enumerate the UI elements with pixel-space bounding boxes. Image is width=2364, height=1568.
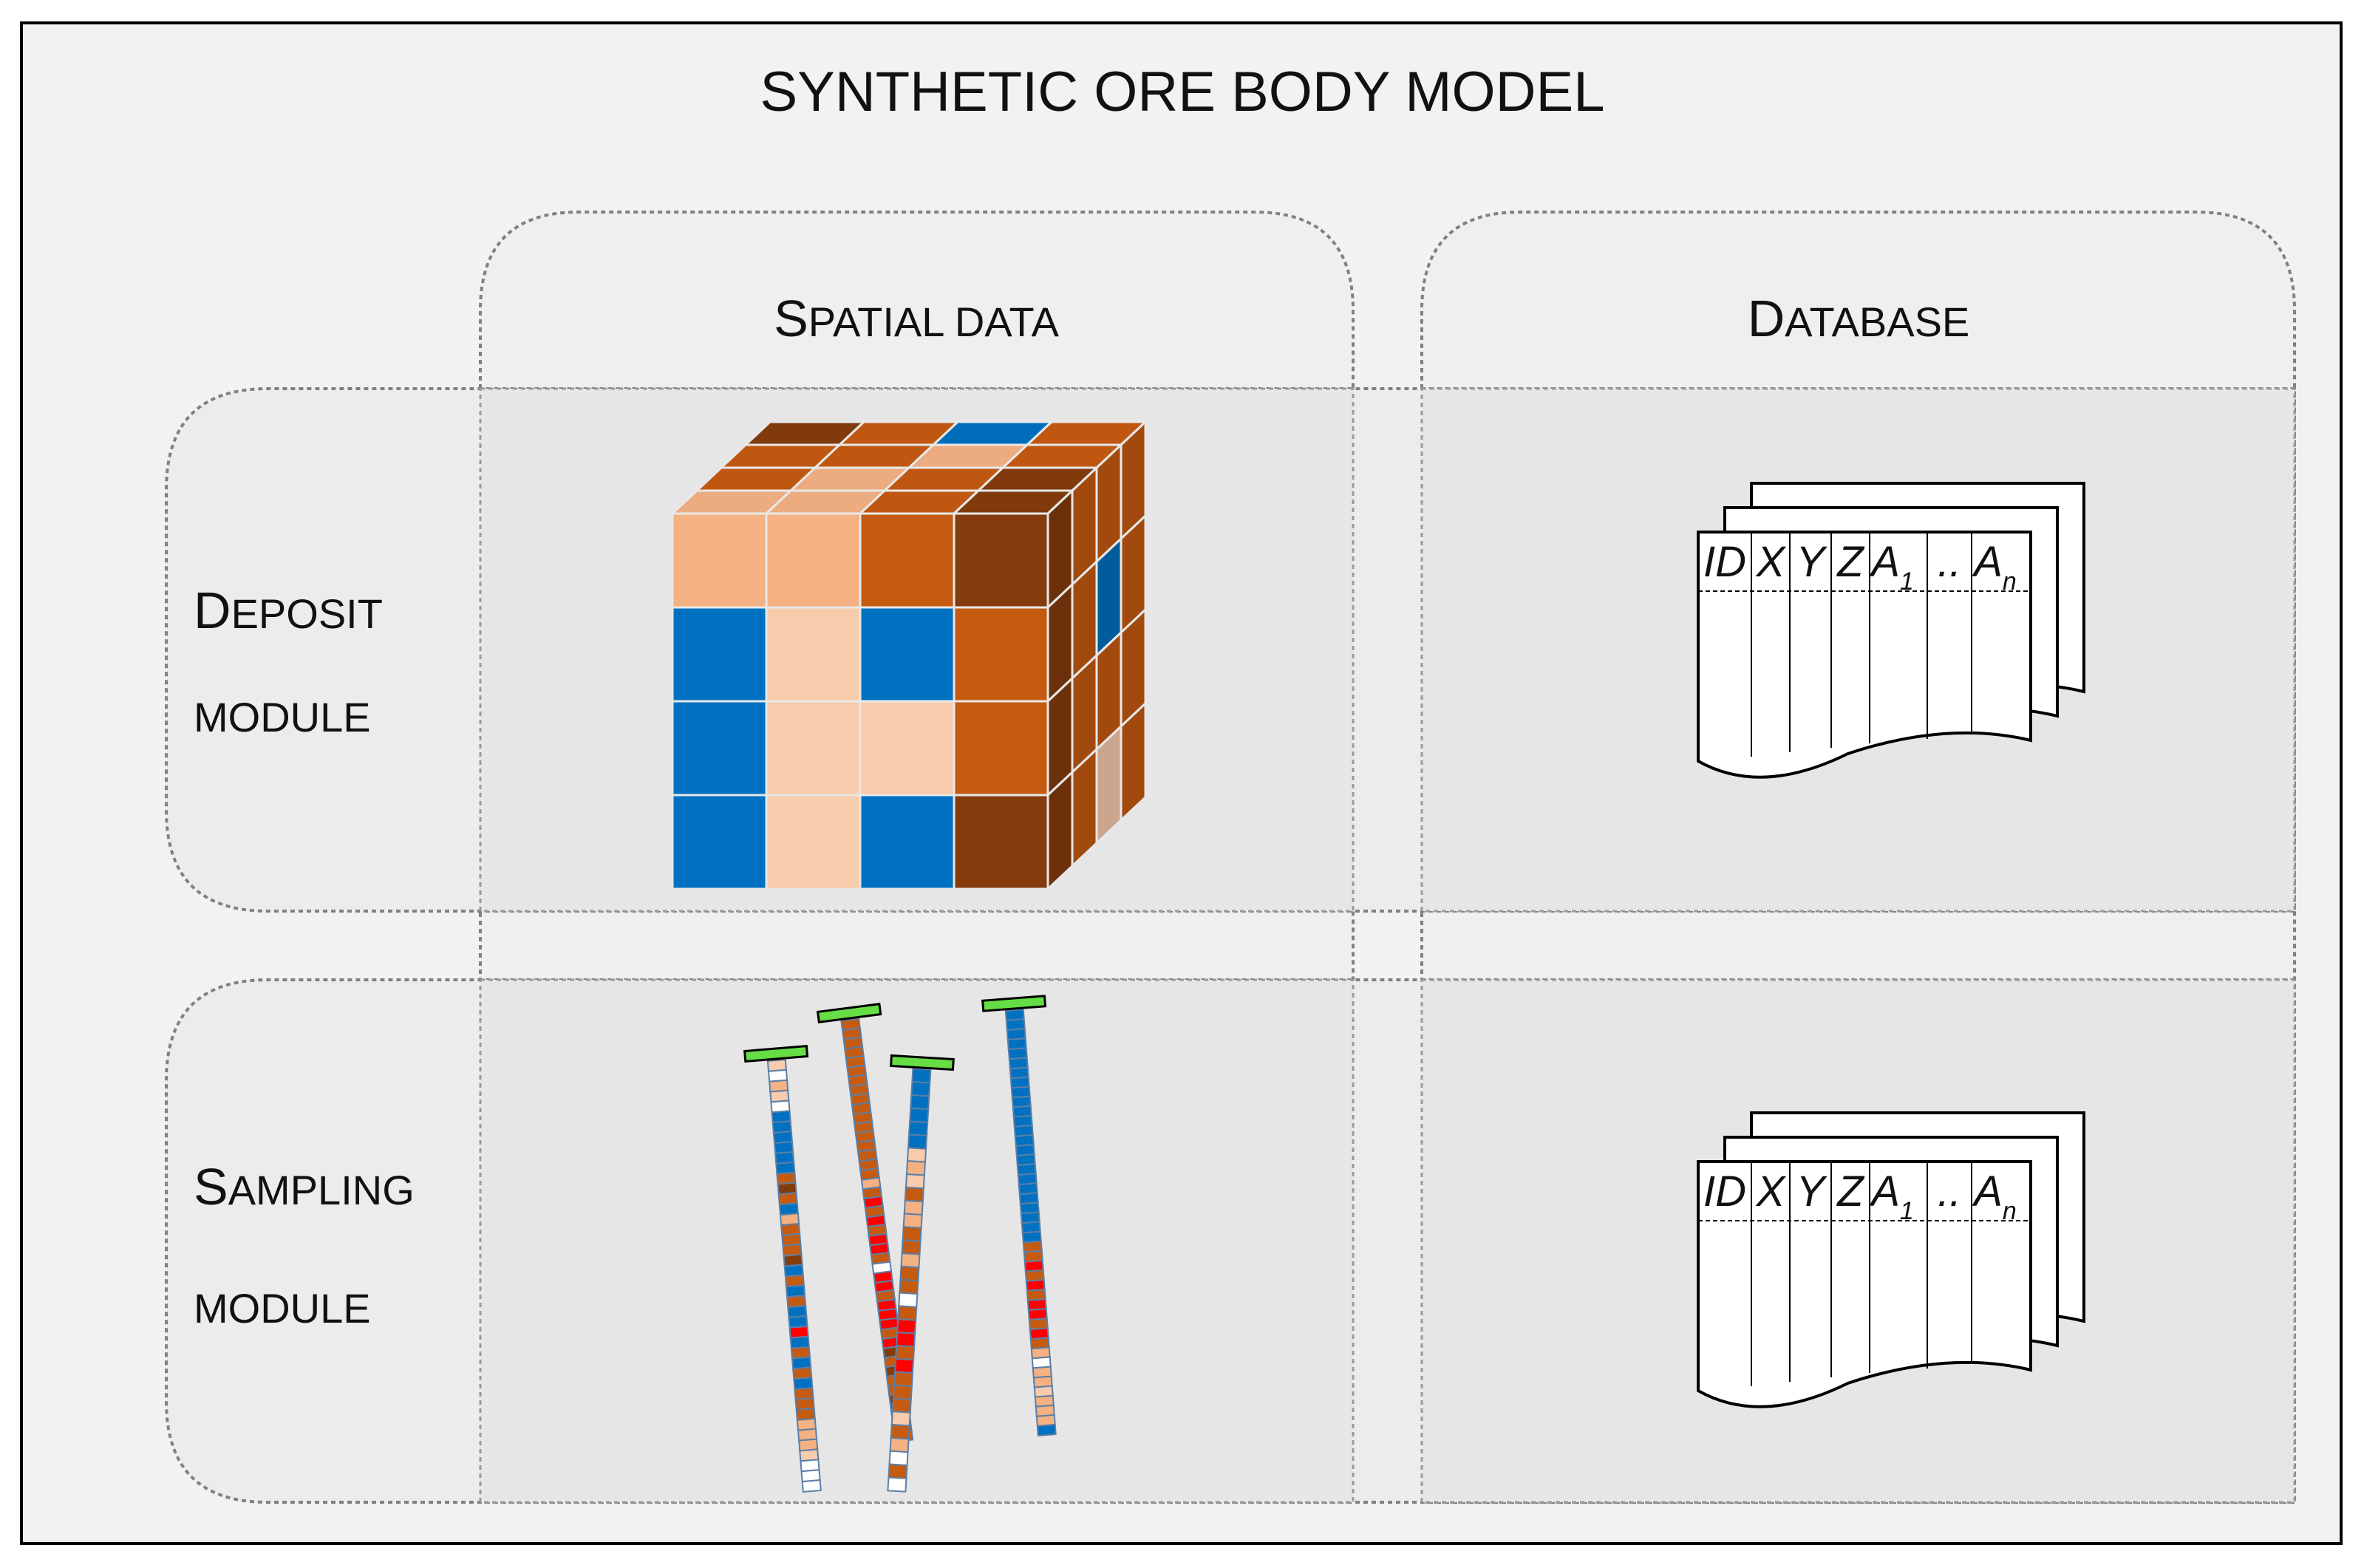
cube-front-block [953, 606, 1049, 703]
drillhole-sample [902, 1226, 922, 1242]
database-column-header: .. [1938, 1168, 1961, 1216]
drillhole-sample [893, 1371, 914, 1388]
database-column-header: Z [1836, 1168, 1865, 1216]
drillhole-sample [908, 1120, 929, 1136]
row-header-sampling: SAMPLING [194, 1158, 415, 1216]
drillhole-sample [898, 1292, 919, 1308]
drillholes [743, 995, 1057, 1493]
drillhole-sample [897, 1305, 918, 1321]
drillhole-sample [906, 1147, 927, 1163]
database-sheet-front [1697, 1160, 2032, 1408]
cube-front-block [765, 606, 862, 703]
drillhole-sample [903, 1199, 924, 1216]
database-column-header: An [1972, 1168, 2017, 1225]
row-header-deposit: DEPOSIT [194, 582, 383, 639]
drillhole-sample [896, 1332, 916, 1348]
drillhole-sample [909, 1107, 930, 1124]
cube-front-block [765, 512, 862, 609]
drillhole-sample [893, 1357, 915, 1374]
cube-front-block [859, 606, 956, 703]
drillhole-sample [890, 1423, 910, 1440]
drillhole [981, 995, 1057, 1436]
drillhole-sample [801, 1479, 822, 1493]
database-column-header: A1 [1869, 538, 1914, 596]
drillhole-collar [981, 995, 1047, 1012]
cube-front-block [953, 794, 1049, 890]
drillhole-sample [899, 1265, 920, 1282]
drillhole-sample [901, 1239, 922, 1255]
drillhole-sample [899, 1278, 919, 1295]
database-column-header: Y [1796, 1168, 1828, 1216]
drillhole-sample [887, 1476, 907, 1493]
database-column-header: X [1755, 538, 1787, 586]
cube-front-block [671, 512, 768, 609]
row-header-deposit-line2: MODULE [194, 694, 371, 740]
drillhole-sample [889, 1436, 910, 1453]
drillhole-sample [892, 1384, 913, 1400]
cube-front-block [859, 512, 956, 609]
drillhole-sample [911, 1068, 932, 1084]
cube-front-block [859, 700, 956, 797]
database-column-header: ID [1703, 1168, 1746, 1216]
drillhole-sample [910, 1094, 930, 1111]
drillhole-sample [910, 1081, 931, 1097]
drillhole-sample [894, 1344, 916, 1361]
drillhole [887, 1054, 955, 1493]
cube-front-block [765, 700, 862, 797]
drillhole-sample [902, 1213, 923, 1229]
block-model-cube [670, 419, 1148, 892]
drillhole-sample [896, 1318, 917, 1334]
drillhole-collar [743, 1044, 809, 1063]
database-column-header: X [1755, 1168, 1787, 1216]
database-column-header: .. [1938, 538, 1961, 586]
drillhole [743, 1044, 822, 1493]
cube-side-block [1120, 701, 1147, 823]
database-column-header: Y [1796, 538, 1828, 586]
cube-front-block [953, 512, 1049, 609]
drillhole-sample [904, 1186, 924, 1203]
database-column-header: An [1972, 538, 2017, 596]
database-column-header: ID [1703, 538, 1746, 586]
column-header-spatial-data: SPATIAL DATA [774, 290, 1060, 347]
diagram-title: SYNTHETIC ORE BODY MODEL [760, 61, 1604, 123]
cube-front-block [671, 794, 768, 890]
cube-front-block [671, 700, 768, 797]
column-header-database: DATABASE [1748, 290, 1970, 347]
drillhole-sample [905, 1160, 927, 1176]
drillhole [816, 1003, 914, 1443]
cube-front-block [765, 794, 862, 890]
drillhole-sample [1036, 1423, 1057, 1436]
drillhole-sample [900, 1252, 921, 1269]
database-column-header: A1 [1869, 1168, 1914, 1225]
drillhole-collar [890, 1054, 955, 1071]
cube-front-block [859, 794, 956, 890]
database-sheet-front [1697, 531, 2032, 779]
row-header-sampling-line2: MODULE [194, 1285, 371, 1332]
drillhole-sample [890, 1411, 911, 1427]
cube-front-block [953, 700, 1049, 797]
drillhole-sample [888, 1463, 908, 1479]
drillhole-collar [816, 1003, 882, 1023]
cube-front-block [671, 606, 768, 703]
drillhole-sample [888, 1450, 909, 1467]
drillhole-sample [891, 1397, 912, 1414]
drillhole-sample [905, 1173, 925, 1190]
database-column-header: Z [1836, 538, 1865, 586]
drillhole-sample [907, 1134, 928, 1150]
